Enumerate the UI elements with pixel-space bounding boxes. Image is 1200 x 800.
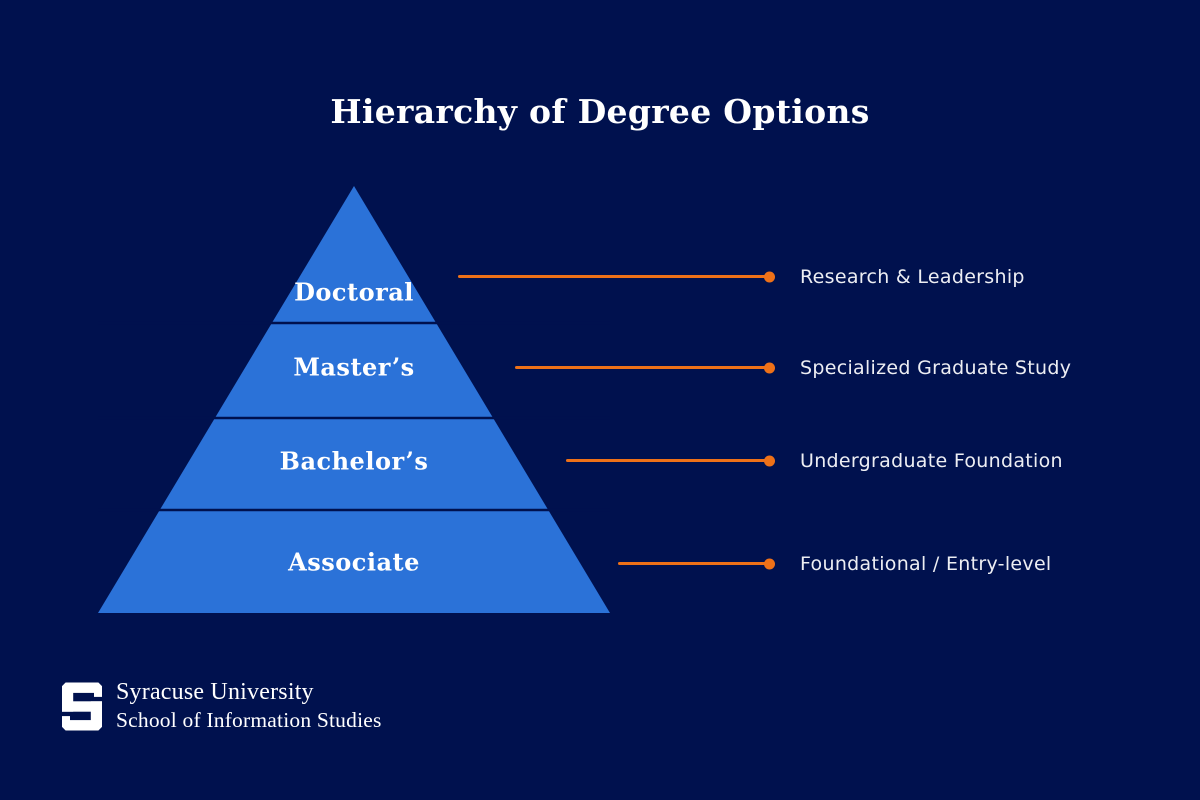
- level-description-doctoral: Research & Leadership: [800, 266, 1025, 288]
- pyramid-level-label-associate: Associate: [288, 547, 420, 577]
- pyramid-level-label-doctoral: Doctoral: [294, 277, 414, 307]
- page-title: Hierarchy of Degree Options: [330, 92, 870, 131]
- connector-dot-icon: [764, 271, 775, 282]
- footer-brand: Syracuse University School of Informatio…: [62, 678, 382, 733]
- pyramid-level-label-bachelors: Bachelor’s: [279, 446, 429, 476]
- connector-line-associate: [618, 558, 775, 569]
- syracuse-block-s-icon: [62, 682, 102, 731]
- connector-dot-icon: [764, 362, 775, 373]
- connector-dot-icon: [764, 558, 775, 569]
- school-name: School of Information Studies: [116, 708, 382, 732]
- pyramid-shape: [98, 186, 610, 613]
- level-description-bachelors: Undergraduate Foundation: [800, 450, 1063, 472]
- level-description-masters: Specialized Graduate Study: [800, 357, 1072, 379]
- connector-dot-icon: [764, 455, 775, 466]
- level-description-associate: Foundational / Entry-level: [800, 553, 1052, 575]
- pyramid-level-label-masters: Master’s: [293, 352, 415, 382]
- connector-line-doctoral: [458, 271, 775, 282]
- connector-line-bachelors: [566, 455, 775, 466]
- footer-wordmark: Syracuse University School of Informatio…: [116, 678, 382, 733]
- pyramid-diagram: [98, 186, 610, 613]
- organization-name: Syracuse University: [116, 679, 314, 705]
- connector-line-masters: [515, 362, 775, 373]
